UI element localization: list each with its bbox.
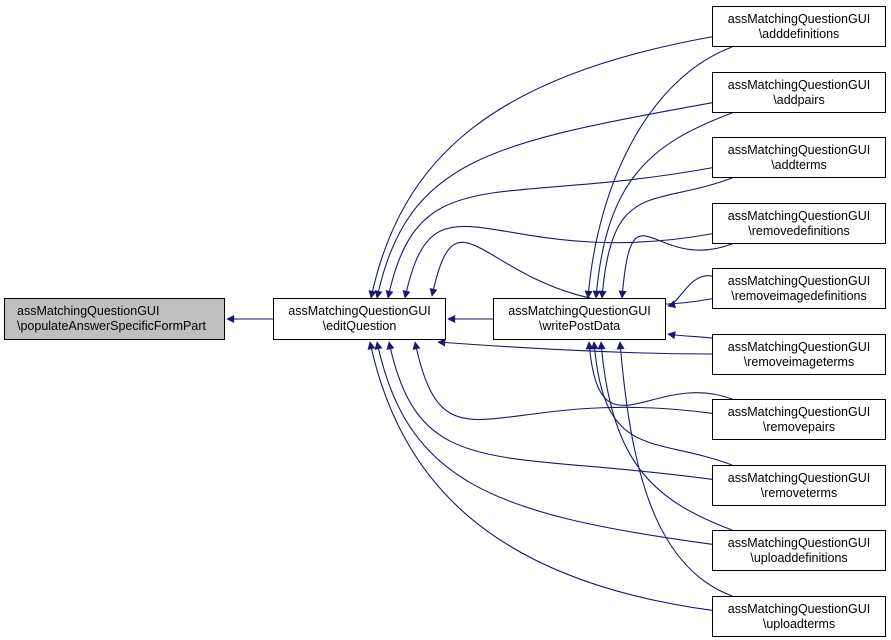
node-class-label: assMatchingQuestionGUI [727,142,871,157]
node-method-label: \uploaddefinitions [750,550,848,565]
node-method-label: \addterms [771,157,827,172]
node-class-label: assMatchingQuestionGUI [17,304,160,318]
node-class-label: assMatchingQuestionGUI [727,470,871,485]
node-class-label: assMatchingQuestionGUI [727,77,871,92]
node-class-label: assMatchingQuestionGUI [727,601,871,616]
edge-removeimagedefinitions-to-editQuestion [429,241,713,305]
edge-removeterms-to-writePostData [590,341,733,466]
edge-adddefinitions-to-editQuestion [368,36,713,299]
edge-removepairs-to-writePostData [585,341,733,406]
edge-removeimagedefinitions-to-writePostData [667,275,713,309]
edge-uploaddefinitions-to-editQuestion [374,341,713,545]
node-method-label: \populateAnswerSpecificFormPart [17,319,206,333]
node-writePostData[interactable]: assMatchingQuestionGUI\writePostData [493,298,666,340]
node-removeimagedefinitions[interactable]: assMatchingQuestionGUI\removeimagedefini… [712,268,886,309]
edge-adddefinitions-to-writePostData [584,46,733,299]
node-class-label: assMatchingQuestionGUI [727,11,871,26]
edge-addpairs-to-editQuestion [374,102,713,299]
node-class-label: assMatchingQuestionGUI [727,208,871,223]
node-method-label: \writePostData [538,319,621,333]
node-method-label: \editQuestion [322,319,397,333]
node-method-label: \removeimagedefinitions [731,288,867,303]
node-method-label: \removeterms [760,485,838,500]
edge-removeimageterms-to-editQuestion [437,338,713,355]
edge-uploadterms-to-writePostData [616,341,733,597]
node-method-label: \removepairs [762,419,836,434]
node-class-label: assMatchingQuestionGUI [288,304,431,318]
node-class-label: assMatchingQuestionGUI [508,304,651,318]
edge-removepairs-to-editQuestion [412,341,713,421]
edge-removedefinitions-to-editQuestion [402,225,713,299]
edge-removeimageterms-to-writePostData [667,331,713,340]
node-class-label: assMatchingQuestionGUI [727,339,871,354]
edge-removedefinitions-to-writePostData [618,235,733,299]
node-uploadterms[interactable]: assMatchingQuestionGUI\uploadterms [712,596,886,637]
node-class-label: assMatchingQuestionGUI [727,535,871,550]
edge-uploaddefinitions-to-writePostData [597,341,733,531]
node-uploaddefinitions[interactable]: assMatchingQuestionGUI\uploaddefinitions [712,530,886,571]
node-addterms[interactable]: assMatchingQuestionGUI\addterms [712,137,886,178]
node-method-label: \removedefinitions [748,223,850,238]
node-editQuestion[interactable]: assMatchingQuestionGUI\editQuestion [273,298,446,340]
node-removedefinitions[interactable]: assMatchingQuestionGUI\removedefinitions [712,203,886,244]
node-removepairs[interactable]: assMatchingQuestionGUI\removepairs [712,399,886,440]
node-method-label: \adddefinitions [758,26,840,41]
node-populate[interactable]: assMatchingQuestionGUI\populateAnswerSpe… [4,298,225,340]
edge-addterms-to-writePostData [598,177,733,299]
node-method-label: \removeimageterms [743,354,855,369]
edge-removeterms-to-editQuestion [386,341,713,480]
node-method-label: \addpairs [773,92,825,107]
node-adddefinitions[interactable]: assMatchingQuestionGUI\adddefinitions [712,6,886,47]
edge-uploadterms-to-editQuestion [367,341,713,611]
node-removeterms[interactable]: assMatchingQuestionGUI\removeterms [712,465,886,506]
node-removeimageterms[interactable]: assMatchingQuestionGUI\removeimageterms [712,334,886,375]
node-addpairs[interactable]: assMatchingQuestionGUI\addpairs [712,72,886,113]
edge-addterms-to-editQuestion [385,167,713,299]
node-class-label: assMatchingQuestionGUI [727,273,871,288]
node-method-label: \uploadterms [762,616,836,631]
node-class-label: assMatchingQuestionGUI [727,404,871,419]
edge-addpairs-to-writePostData [592,112,733,299]
